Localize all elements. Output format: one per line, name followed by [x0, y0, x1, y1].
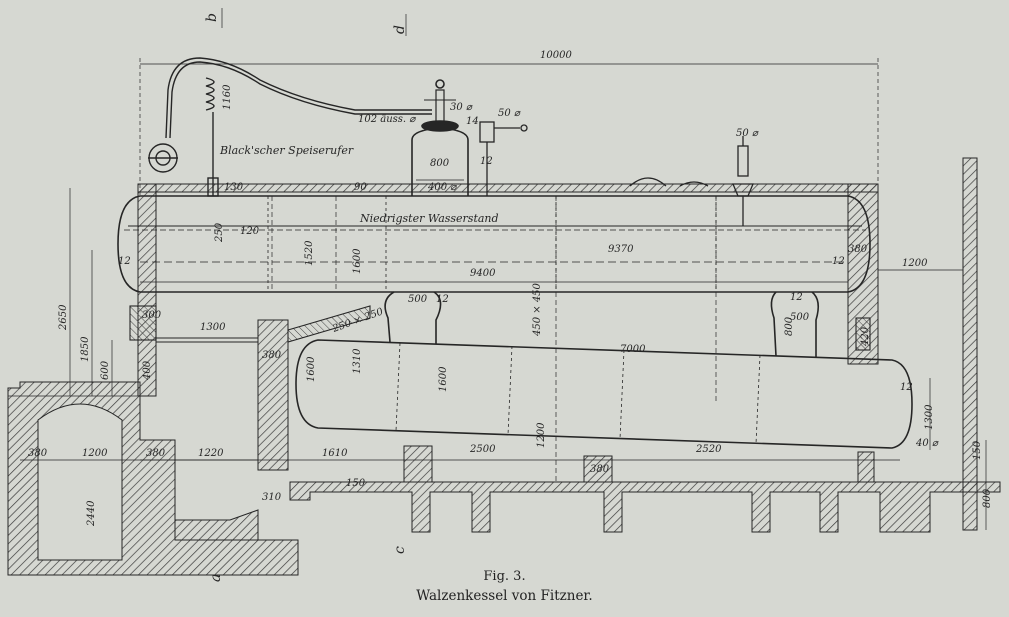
dim-w1300: 1300 — [200, 322, 226, 333]
dim-1850: 1850 — [80, 336, 91, 362]
dim-1520: 1520 — [304, 240, 315, 266]
dim-w1200a: 1200 — [82, 448, 108, 459]
label-valve-50a: 50 ⌀ — [498, 108, 521, 119]
section-a: a — [208, 574, 224, 582]
dim-w450: 450 × 450 — [532, 282, 543, 337]
dim-400: 400 — [142, 360, 153, 381]
dim-1310: 1310 — [352, 348, 363, 374]
section-b: b — [204, 13, 220, 22]
dim-plate-14: 14 — [466, 116, 479, 127]
dim-w1600c: 1600 — [306, 356, 317, 382]
dim-plate-12c: 12 — [832, 256, 845, 267]
dim-w130: 130 — [224, 182, 244, 193]
dim-dome-height: 800 — [430, 158, 450, 169]
dim-w2520: 2520 — [695, 444, 722, 455]
dim-plate-12e: 12 — [790, 292, 803, 303]
dim-1600: 1600 — [352, 248, 363, 274]
valves — [479, 121, 754, 226]
dim-1160: 1160 — [222, 84, 233, 110]
dim-w500a: 500 — [408, 294, 428, 305]
dim-w300: 300 — [142, 310, 162, 321]
dim-1600b: 1600 — [438, 366, 449, 392]
dim-plate-12b: 12 — [118, 256, 131, 267]
labels: 10000 9400 9370 7000 102 äuss. ⌀ 30 ⌀ 50… — [28, 13, 993, 582]
figure-number: Fig. 3. — [483, 569, 526, 584]
lower-drum — [295, 291, 913, 449]
dim-w380d: 380 — [848, 244, 868, 255]
section-d: d — [392, 25, 408, 34]
dim-w120: 120 — [240, 226, 260, 237]
dim-w250: 250 — [214, 222, 225, 243]
dim-w380c: 380 — [262, 350, 282, 361]
dim-w310: 310 — [262, 492, 282, 503]
dim-w2500: 2500 — [469, 444, 496, 455]
dim-600: 600 — [100, 360, 111, 380]
dim-upper-drum: 9400 — [470, 268, 496, 279]
dim-plate-12d: 12 — [436, 294, 449, 305]
dim-w1220: 1220 — [198, 448, 224, 459]
dim-w1610: 1610 — [322, 448, 348, 459]
dim-w500b: 500 — [790, 312, 810, 323]
dim-1300: 1300 — [924, 404, 935, 430]
dim-1200: 1200 — [536, 422, 547, 448]
dim-w800: 800 — [784, 316, 795, 336]
dim-inner: 9370 — [608, 244, 634, 255]
steam-dome — [411, 79, 469, 196]
grate — [129, 305, 871, 351]
dimension-lines — [8, 8, 987, 530]
dim-w420: 420 — [860, 326, 871, 347]
dim-overall: 10000 — [540, 50, 572, 61]
dim-w380b: 380 — [146, 448, 166, 459]
label-valve-40: 40 ⌀ — [915, 438, 939, 449]
dim-w800b: 800 — [982, 488, 993, 508]
label-water-level: Niedrigster Wasserstand — [359, 212, 499, 225]
dim-lower-drum: 7000 — [620, 344, 646, 355]
dim-plate-12f: 12 — [900, 382, 913, 393]
dim-plate-12: 12 — [480, 156, 493, 167]
label-feeder: Black'scher Speiserufer — [219, 144, 354, 157]
dim-w1200b: 1200 — [902, 258, 928, 269]
section-c: c — [392, 546, 408, 554]
figure-title: Walzenkessel von Fitzner. — [416, 588, 593, 604]
dim-w90: 90 — [354, 182, 367, 193]
dim-w380a: 380 — [28, 448, 48, 459]
label-valve-50b: 50 ⌀ — [736, 128, 759, 139]
dim-w380e: 380 — [590, 464, 610, 475]
dim-2650: 2650 — [58, 304, 69, 331]
dim-w150: 150 — [346, 478, 366, 489]
dim-2440: 2440 — [86, 500, 97, 527]
label-feed-pipe: 102 äuss. ⌀ — [358, 114, 416, 125]
label-valve-30: 30 ⌀ — [450, 102, 473, 113]
feed-pipe — [148, 57, 432, 197]
dim-w150b: 150 — [972, 440, 983, 460]
dim-dome-diam: 400 ⌀ — [427, 182, 457, 193]
foundation — [7, 157, 1001, 576]
